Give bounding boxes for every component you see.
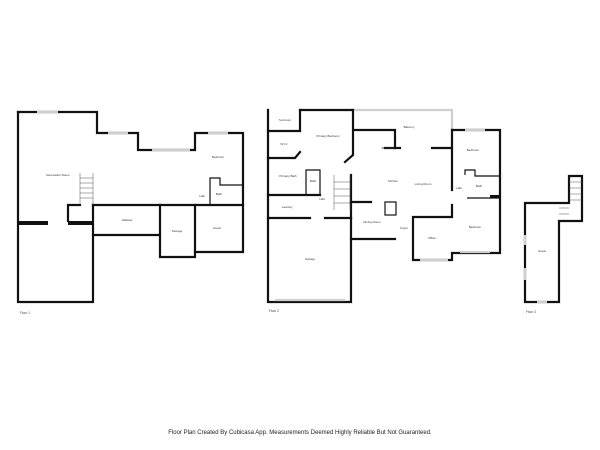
floor-3-plan: Guest Floor 3 [523, 174, 584, 314]
room-label: Guest [538, 249, 546, 253]
room-label: Hall [456, 186, 462, 190]
room-label: Storage [172, 229, 183, 233]
room-label: Bath [310, 179, 317, 183]
room-label: Office [428, 236, 436, 240]
room-label: Hall [319, 197, 325, 201]
floor-label: Floor 1 [20, 311, 30, 315]
room-label: Recreation Room [46, 173, 70, 177]
floor-1-plan: Recreation Room Bedroom Hallway Storage … [16, 110, 245, 315]
room-label: W.I.C [280, 142, 288, 146]
room-label: Bedroom [469, 225, 482, 229]
room-label: Guest [213, 226, 221, 230]
room-label: Kitchen [388, 179, 398, 183]
room-label: Hallway [122, 218, 133, 222]
room-label: Foyer [400, 226, 408, 230]
floor-label: Floor 2 [269, 309, 279, 313]
room-label: Sunroom [279, 118, 292, 122]
floor-2-plan: Sunroom Primary Bedroom W.I.C Primary Ba… [266, 108, 502, 313]
room-label: Bath [476, 184, 483, 188]
room-label: Bedroom [212, 155, 225, 159]
room-label: Hall [199, 194, 205, 198]
room-label: Laundry [282, 205, 293, 209]
room-label: Dining Room [363, 220, 381, 224]
room-label: Bath [216, 192, 223, 196]
room-label: Living Room [415, 182, 432, 186]
room-label: Breakfast [382, 146, 395, 150]
room-label: Primary Bath [279, 174, 297, 178]
floor-label: Floor 3 [526, 310, 536, 314]
room-label: Bedroom [467, 148, 480, 152]
disclaimer-footer: Floor Plan Created By Cubicasa App. Meas… [168, 430, 432, 436]
room-label: Balcony [404, 125, 415, 129]
room-label: Garage [305, 257, 315, 261]
room-label: Primary Bedroom [316, 134, 340, 138]
